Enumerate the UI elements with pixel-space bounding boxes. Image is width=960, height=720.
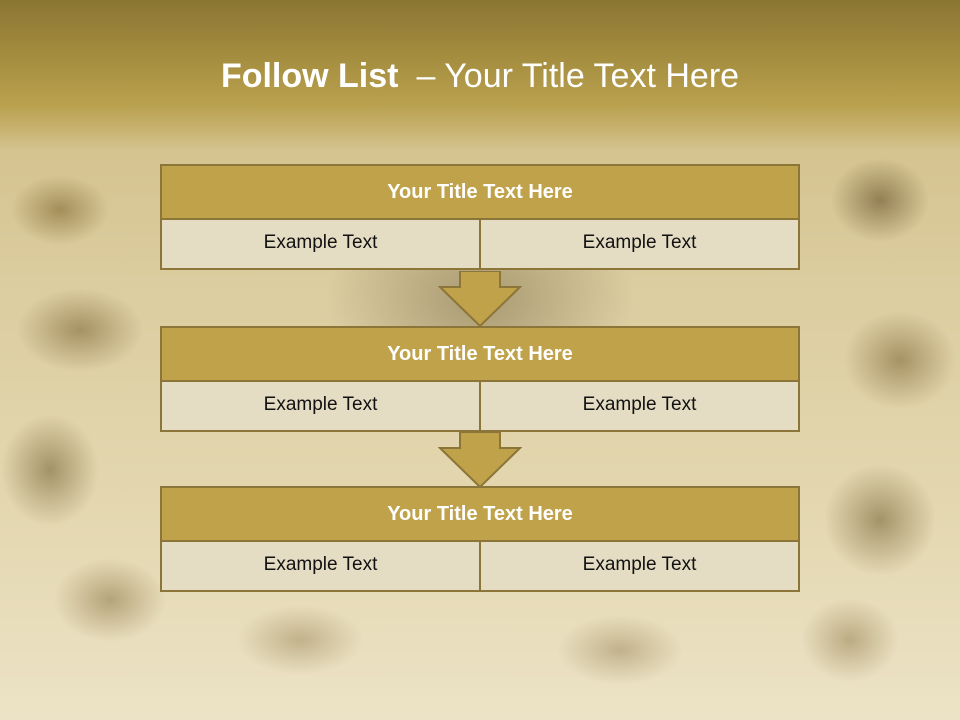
header-band [0, 0, 960, 150]
block-row: Example Text Example Text [160, 542, 800, 592]
block-title: Your Title Text Here [160, 486, 800, 542]
down-arrow-icon [438, 432, 522, 488]
block-cell-right: Example Text [481, 542, 800, 592]
block-title: Your Title Text Here [160, 164, 800, 220]
block-cell-left: Example Text [160, 220, 481, 270]
page-title: Follow List – Your Title Text Here [0, 52, 960, 100]
block-row: Example Text Example Text [160, 220, 800, 270]
block-cell-right: Example Text [481, 382, 800, 432]
down-arrow-icon [438, 271, 522, 327]
block-title: Your Title Text Here [160, 326, 800, 382]
block-row: Example Text Example Text [160, 382, 800, 432]
block-cell-right: Example Text [481, 220, 800, 270]
follow-block-3: Your Title Text Here Example Text Exampl… [160, 486, 800, 592]
block-cell-left: Example Text [160, 542, 481, 592]
follow-block-2: Your Title Text Here Example Text Exampl… [160, 326, 800, 432]
follow-block-1: Your Title Text Here Example Text Exampl… [160, 164, 800, 270]
block-cell-left: Example Text [160, 382, 481, 432]
page-title-rest: – Your Title Text Here [416, 57, 740, 95]
page-title-bold: Follow List [220, 57, 399, 95]
